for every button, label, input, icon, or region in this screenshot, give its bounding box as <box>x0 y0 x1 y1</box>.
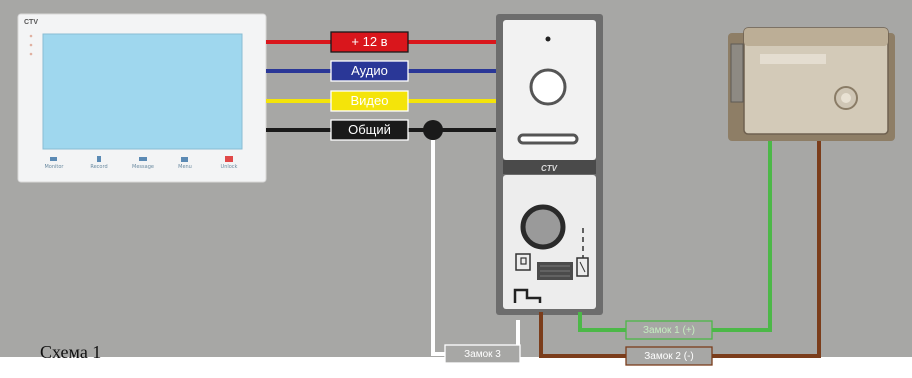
monitor-button-unlock-icon <box>225 156 233 162</box>
wire-power: + 12 в <box>266 31 496 53</box>
lock-bolt <box>730 43 744 103</box>
panel-camera-lens <box>529 68 567 106</box>
monitor-button-monitor-icon <box>50 157 57 161</box>
monitor-led <box>29 43 33 47</box>
wire-lock1-label: Замок 1 (+) <box>643 325 695 336</box>
monitor-brand-logo: CTV <box>24 19 38 26</box>
wire-audio-label-box <box>330 60 409 82</box>
lock-body-shade <box>744 28 888 46</box>
monitor-button-message-label: Message <box>132 164 154 170</box>
scheme-caption: Схема 1 <box>40 342 101 362</box>
monitor-button-record-label: Record <box>90 164 107 170</box>
lock-release-button-highlight <box>841 93 851 103</box>
panel-terminal-bracket <box>513 288 542 303</box>
panel-brand-strip <box>503 160 596 174</box>
monitor-screen <box>42 33 243 150</box>
panel-terminal-block <box>513 228 589 303</box>
wire-audio-label: Аудио <box>351 63 388 78</box>
wire-lock1: Замок 1 (+) <box>578 141 772 340</box>
wire-common-label: Общий <box>348 122 391 137</box>
monitor-button-monitor-label: Monitor <box>44 164 64 170</box>
wire-junction-dot <box>423 120 443 140</box>
monitor-button-message[interactable]: Message <box>132 157 154 170</box>
monitor-led <box>29 52 33 56</box>
wire-video-label-box <box>330 90 409 112</box>
monitor-button-record-icon <box>97 156 101 162</box>
wire-power-label: + 12 в <box>351 34 387 49</box>
wire-video-label: Видео <box>351 93 389 108</box>
electric-lock <box>728 27 895 141</box>
wire-common-label-box <box>330 119 409 141</box>
wire-lock2-label: Замок 2 (-) <box>644 351 694 362</box>
panel-terminal-left <box>515 253 531 271</box>
wire-lock1-label-box <box>625 320 713 340</box>
monitor-button-record[interactable]: Record <box>90 156 108 170</box>
wire-lock3-label-box <box>444 344 521 364</box>
wire-lock3-label: Замок 3 <box>464 349 501 360</box>
panel-terminal-left-inner <box>520 257 527 265</box>
wire-lock3: Замок 3 <box>431 140 521 364</box>
monitor-button-menu-icon <box>181 157 188 162</box>
wire-power-label-box <box>330 31 409 53</box>
panel-brand-logo: CTV <box>541 164 558 173</box>
monitor-button-message-icon <box>139 157 147 161</box>
lock-body-highlight <box>760 54 826 64</box>
panel-camera-dot <box>545 36 551 42</box>
outdoor-panel: CTV <box>496 14 603 315</box>
monitor-button-menu[interactable]: Menu <box>178 157 192 170</box>
monitor-button-unlock[interactable]: Unlock <box>221 156 238 170</box>
wire-lock2: Замок 2 (-) <box>539 141 821 366</box>
monitor-button-monitor[interactable]: Monitor <box>44 157 64 170</box>
panel-speaker-slot <box>517 133 579 145</box>
monitor-button-unlock-label: Unlock <box>221 164 238 170</box>
wire-common: Общий <box>266 119 496 141</box>
monitor-led <box>29 34 33 38</box>
wire-lock2-label-box <box>625 346 713 366</box>
wire-video: Видео <box>266 90 496 112</box>
panel-call-button[interactable] <box>520 204 566 250</box>
wire-audio: Аудио <box>266 60 496 82</box>
panel-terminal-right-mark <box>579 261 586 273</box>
monitor-button-menu-label: Menu <box>178 164 192 170</box>
indoor-monitor: CTV Monitor Record Message Menu Unlock <box>17 13 267 183</box>
